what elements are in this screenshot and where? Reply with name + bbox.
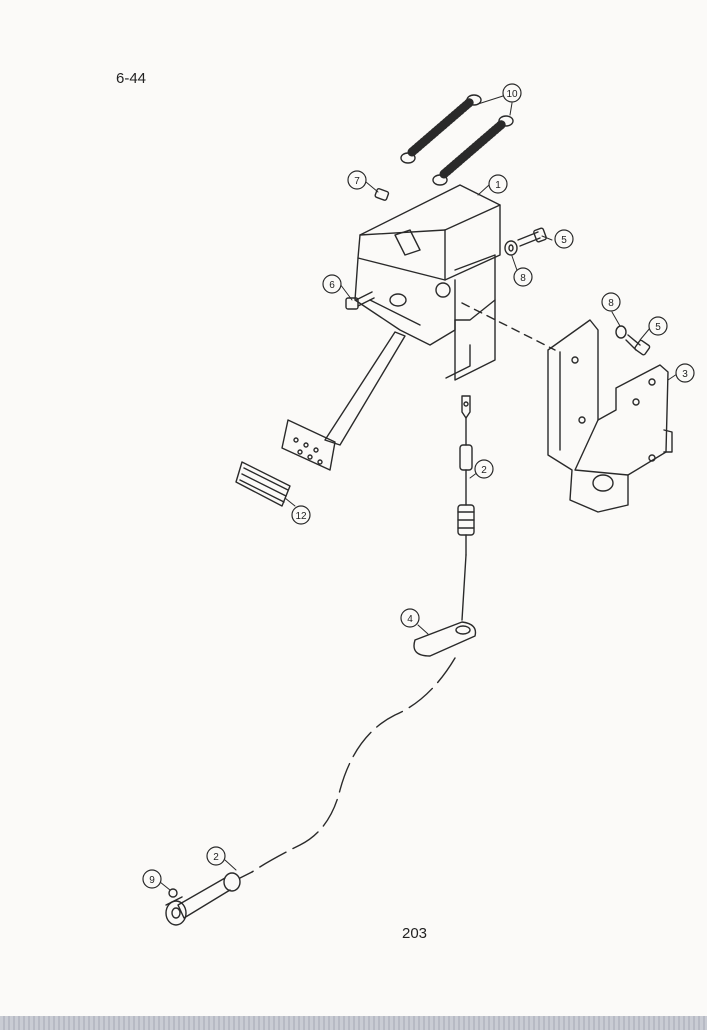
throttle-cable-lower xyxy=(165,871,253,926)
callout-2b-circle xyxy=(206,846,226,866)
callout-7-circle xyxy=(347,170,367,190)
bolt-6 xyxy=(345,291,375,310)
callout-5a-circle xyxy=(554,229,574,249)
callout-12-circle xyxy=(291,505,311,525)
leader-lines xyxy=(159,95,678,891)
callout-2a-label: 2 xyxy=(481,465,487,476)
callout-8b-circle xyxy=(601,292,621,312)
callout-12-label: 12 xyxy=(295,511,307,522)
page-reference: 6-44 xyxy=(116,70,147,87)
pedal-arm xyxy=(281,331,406,471)
callout-6-label: 6 xyxy=(329,280,335,291)
callout-4-label: 4 xyxy=(407,614,413,625)
pedal-bracket-housing xyxy=(354,184,501,381)
throttle-cable-upper xyxy=(457,395,475,621)
callout-2a-circle xyxy=(474,459,494,479)
callout-4-circle xyxy=(400,608,420,628)
cable-run xyxy=(251,657,456,873)
callout-3-label: 3 xyxy=(682,369,688,380)
callout-1-circle xyxy=(488,174,508,194)
callout-6-circle xyxy=(322,274,342,294)
floor-grommet xyxy=(413,621,477,657)
callout-3-circle xyxy=(675,363,695,383)
callout-9-circle xyxy=(142,869,162,889)
callout-5a-label: 5 xyxy=(561,235,567,246)
scan-edge-strip xyxy=(0,1016,707,1030)
return-spring-1 xyxy=(400,94,482,164)
return-spring-2 xyxy=(432,115,514,186)
callout-5b-circle xyxy=(648,316,668,336)
clip-9 xyxy=(168,888,178,898)
pedal-pad-rubber xyxy=(235,461,291,507)
callout-8a-label: 8 xyxy=(520,273,526,284)
page-number: 203 xyxy=(402,925,428,942)
washer-8-upper xyxy=(504,240,518,256)
pivot-pin xyxy=(374,188,390,201)
callout-1-label: 1 xyxy=(495,180,501,191)
callout-8a-circle xyxy=(513,267,533,287)
washer-8-lower xyxy=(615,325,627,339)
callout-9-label: 9 xyxy=(149,875,155,886)
bolt-5-lower xyxy=(625,334,651,356)
callout-5b-label: 5 xyxy=(655,322,661,333)
callout-7-label: 7 xyxy=(354,176,360,187)
bolt-5-upper xyxy=(517,227,547,247)
mounting-bracket xyxy=(547,319,673,513)
alignment-line xyxy=(461,302,556,351)
callout-10-label: 10 xyxy=(506,89,518,100)
callout-2b-label: 2 xyxy=(213,852,219,863)
callout-10-circle xyxy=(502,83,522,103)
callout-8b-label: 8 xyxy=(608,298,614,309)
